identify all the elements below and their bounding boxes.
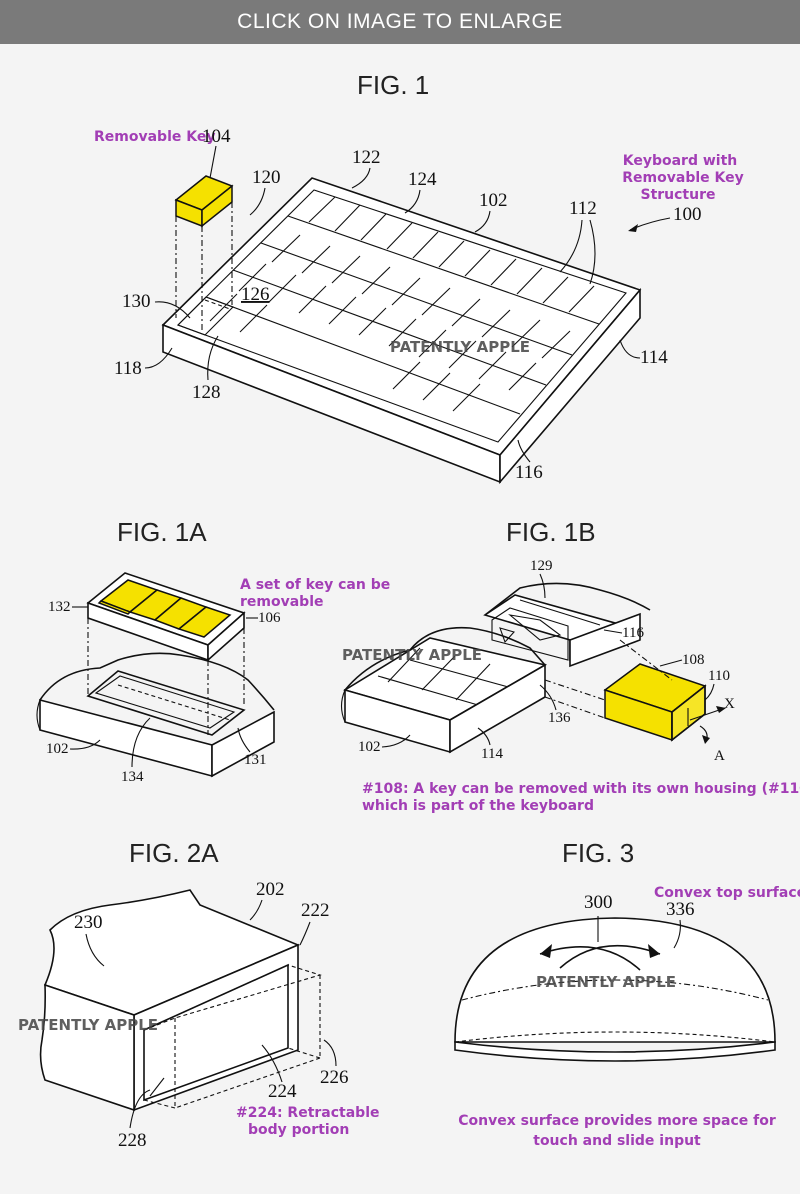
fig1-ref-124: 124	[408, 169, 437, 190]
fig1-caption-keyboard-line2: Removable Key	[622, 170, 743, 186]
fig1b-ref-102: 102	[358, 739, 381, 755]
fig1-ref-122: 122	[352, 147, 381, 168]
dome-base-rim	[455, 1042, 775, 1061]
fig2a-watermark: PATENTLY APPLE	[18, 1016, 158, 1034]
fig3-watermark: PATENTLY APPLE	[536, 973, 676, 991]
fig3-ref-336: 336	[666, 899, 695, 920]
fig1a-ref-106: 106	[258, 610, 281, 626]
fig1b-ref-108: 108	[682, 652, 705, 668]
fig2a-ref-228: 228	[118, 1130, 147, 1151]
fig1-ref-118: 118	[114, 358, 142, 379]
fig1-ref-102: 102	[479, 190, 508, 211]
fig1b-title: FIG. 1B	[506, 517, 596, 547]
fig1-caption-keyboard-line3: Structure	[640, 187, 715, 203]
fig2a-ref-226: 226	[320, 1067, 349, 1088]
fig1-ref-114: 114	[640, 347, 668, 368]
fig2a-ref-224: 224	[268, 1081, 297, 1102]
enlarge-banner-label: CLICK ON IMAGE TO ENLARGE	[237, 10, 563, 34]
fig1b-ref-116: 116	[622, 625, 644, 641]
removable-key	[176, 176, 232, 226]
fig1-ref-120: 120	[252, 167, 281, 188]
fig1-ref-100: 100	[673, 204, 702, 225]
fig1a-base-front	[40, 700, 212, 776]
fig1a-ref-102: 102	[46, 741, 69, 757]
fig1a-title: FIG. 1A	[117, 517, 207, 547]
fig1-caption-keyboard-line1: Keyboard with	[623, 153, 738, 169]
fig1-watermark: PATENTLY APPLE	[390, 338, 530, 356]
fig1b: FIG. 1B	[342, 517, 800, 814]
fig1-title: FIG. 1	[357, 70, 429, 100]
fig2a: FIG. 2A PATENTLY APPLE 202 222 230 224 2…	[18, 838, 380, 1151]
fig1a-ref-131: 131	[244, 752, 267, 768]
fig1b-ref-114: 114	[481, 746, 503, 762]
fig1b-caption-line2: which is part of the keyboard	[362, 798, 594, 814]
fig1-ref-112: 112	[569, 198, 597, 219]
fig1a-caption-line2: removable	[240, 594, 324, 610]
fig1b-ref-x: X	[724, 696, 735, 712]
fig1a-ref-134: 134	[121, 769, 144, 785]
fig1a-caption-line1: A set of key can be	[240, 577, 390, 593]
fig1a-ref-132: 132	[48, 599, 71, 615]
fig2a-ref-222: 222	[301, 900, 330, 921]
fig2a-ref-230: 230	[74, 912, 103, 933]
fig1-ref-128: 128	[192, 382, 221, 403]
fig3-caption-bottom-line1: Convex surface provides more space for	[458, 1113, 776, 1129]
fig1b-watermark: PATENTLY APPLE	[342, 646, 482, 664]
fig2a-title: FIG. 2A	[129, 838, 219, 868]
fig1-ref-104: 104	[202, 126, 231, 147]
fig1-caption-removable-key: Removable Key	[94, 129, 215, 145]
fig1: FIG. 1	[94, 70, 744, 483]
fig3-ref-300: 300	[584, 892, 613, 913]
fig3-title: FIG. 3	[562, 838, 634, 868]
fig2a-ref-202: 202	[256, 879, 285, 900]
fig3-caption-bottom-line2: touch and slide input	[533, 1133, 701, 1149]
fig1b-ref-129: 129	[530, 558, 553, 574]
enlarge-banner[interactable]: CLICK ON IMAGE TO ENLARGE	[0, 0, 800, 44]
keyboard-top-face	[163, 178, 640, 455]
fig1a: FIG. 1A A set of key can be re	[37, 517, 390, 785]
fig1a-base-edge	[40, 653, 274, 710]
key-with-housing	[605, 664, 705, 740]
fig3-caption-top: Convex top surface	[654, 885, 800, 901]
fig3: FIG. 3 PATENTLY APPLE 300 336 Convex top…	[455, 838, 800, 1149]
patent-figure-sheet[interactable]: FIG. 1	[0, 44, 800, 1189]
fig1b-ref-110: 110	[708, 668, 730, 684]
fig1-ref-126: 126	[241, 284, 270, 305]
fig1b-caption-line1: #108: A key can be removed with its own …	[362, 781, 800, 797]
fig1-ref-130: 130	[122, 291, 151, 312]
fig1b-ref-a: A	[714, 748, 725, 764]
fig2a-caption-line2: body portion	[248, 1122, 349, 1138]
fig2a-caption-line1: #224: Retractable	[236, 1105, 380, 1121]
fig1-ref-116: 116	[515, 462, 543, 483]
fig1b-ref-136: 136	[548, 710, 571, 726]
